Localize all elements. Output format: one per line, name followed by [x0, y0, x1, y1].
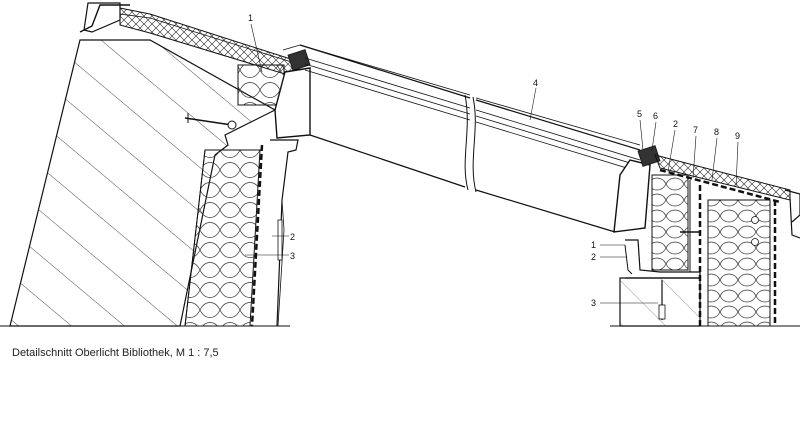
skylight-glazing: [282, 44, 641, 233]
right-detail: [610, 145, 800, 327]
callout-right-2: 2: [673, 119, 678, 129]
insulation-right-inner: [651, 174, 689, 271]
skylight-frame-right: [613, 159, 651, 233]
callout-right-9: 9: [735, 131, 740, 141]
callout-left-1: 1: [248, 13, 253, 23]
callout-side-3: 3: [591, 298, 596, 308]
callout-right-7: 7: [693, 125, 698, 135]
callout-side-1: 1: [591, 240, 596, 250]
insulation-right-outer: [707, 199, 771, 327]
callout-right-8: 8: [714, 127, 719, 137]
membrane-left: [250, 144, 264, 327]
callout-right-6: 6: [653, 111, 658, 121]
callout-side-2: 2: [591, 252, 596, 262]
left-wall: [0, 2, 311, 327]
anchor-bolt: [184, 113, 237, 130]
fastener-screws: [680, 216, 759, 246]
figure-caption: Detailschnitt Oberlicht Bibliothek, M 1 …: [12, 347, 219, 359]
callout-glass-4: 4: [533, 78, 538, 88]
skylight-frame-left: [274, 67, 311, 139]
edge-flashing: [784, 189, 800, 239]
callout-right-5: 5: [637, 109, 642, 119]
callout-left-2: 2: [290, 232, 295, 242]
leader-lines: [245, 23, 739, 304]
callout-left-3: 3: [290, 251, 295, 261]
insulation-block-top: [237, 64, 285, 106]
break-mark: [464, 94, 469, 191]
section-drawing: 1 2 3 4 5 6 2 7 8 9 1 2 3: [0, 2, 800, 327]
parapet-flashing: [79, 4, 130, 33]
